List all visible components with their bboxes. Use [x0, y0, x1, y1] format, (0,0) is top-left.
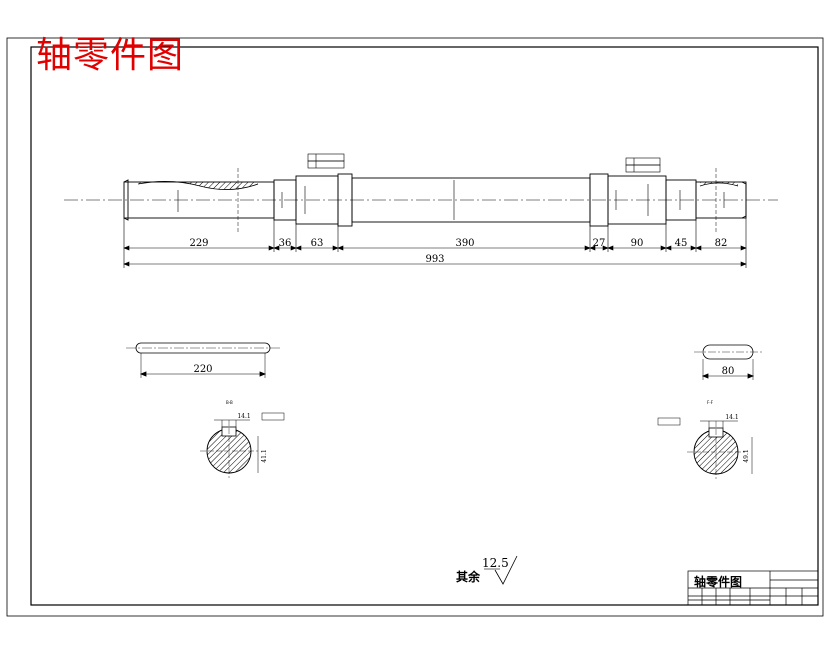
title-block: [687, 570, 819, 606]
outer-border: [6, 37, 824, 617]
left-keyway-hatch: [138, 181, 258, 190]
dim-total: 993: [425, 254, 444, 265]
right-section-depth: 49.1: [743, 449, 750, 462]
right-key-view: [694, 344, 762, 380]
shaft-main-view: [64, 153, 778, 232]
dim-seg-5: 27: [593, 238, 606, 249]
svg-text:F-F: F-F: [707, 400, 714, 405]
shaft-seg-1-chamfer: [123, 179, 129, 221]
left-section-width: 14.1: [237, 413, 250, 420]
title-block-title: 轴零件图: [694, 575, 743, 589]
left-section-depth: 41.1: [261, 449, 268, 462]
dim-seg-6: 90: [631, 238, 644, 249]
dim-seg-2: 36: [279, 238, 292, 249]
dim-seg-8: 82: [715, 238, 728, 249]
drawing-heading: 轴零件图: [36, 35, 185, 76]
dim-seg-3: 63: [311, 238, 324, 249]
left-section: B-B: [200, 400, 285, 478]
dim-seg-1: 229: [189, 238, 208, 249]
gdt-frame-right: [625, 157, 661, 166]
right-key-length: 80: [722, 366, 735, 377]
dim-seg-7: 45: [675, 238, 688, 249]
svg-text:B-B: B-B: [226, 400, 233, 405]
gdt-frame-left: [307, 153, 345, 162]
right-section-width: 14.1: [725, 414, 738, 421]
gdt-frame-right-2: [625, 164, 661, 173]
shaft-dim-labels: 229 36 63 390 27 90 45 82 993: [189, 238, 727, 265]
dim-seg-4: 390: [455, 238, 474, 249]
roughness-rest-label: 其余: [456, 570, 481, 584]
inner-border: [30, 46, 819, 606]
roughness-rest-value: 12.5: [482, 556, 509, 570]
gdt-frame-left-2: [307, 160, 345, 169]
right-section: F-F: [657, 400, 753, 479]
left-key-length: 220: [193, 364, 212, 375]
shaft-seg-9-chamfer: [741, 181, 747, 219]
roughness-symbol: [494, 555, 518, 585]
left-key-view: [126, 342, 280, 378]
right-keyway-hatch: [700, 182, 738, 186]
shaft-dimensions: [123, 218, 747, 268]
